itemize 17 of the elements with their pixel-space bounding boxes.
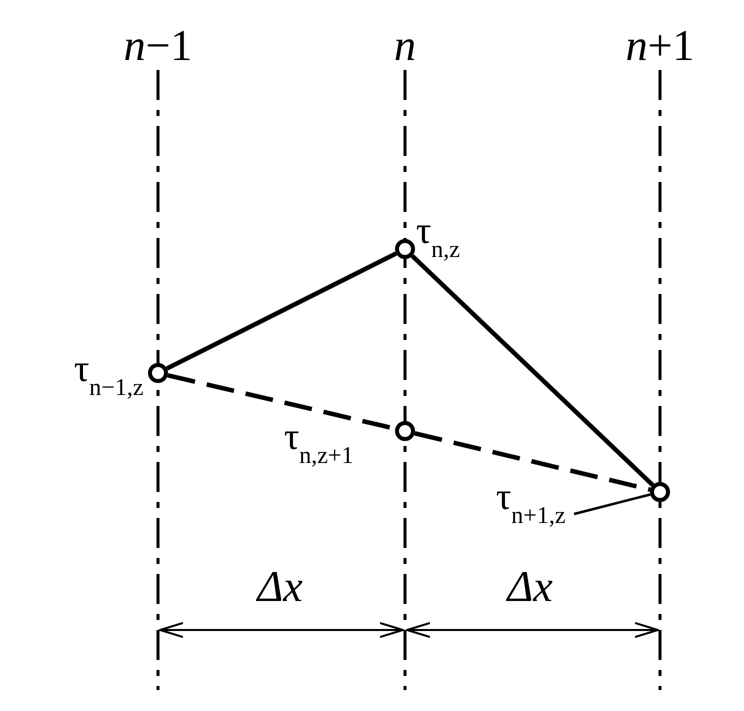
point-label: τ$_{n,z+1}$ xyxy=(284,418,354,468)
point-label: τ$_{n,z}$ xyxy=(416,212,460,262)
point-marker xyxy=(650,482,670,502)
dimension-label: Δx xyxy=(257,565,303,609)
column-label: n+1 xyxy=(626,24,694,68)
dimension-label: Δx xyxy=(507,565,553,609)
point-label: τ$_{n−1,z}$ xyxy=(74,350,144,400)
column-label: n−1 xyxy=(124,24,192,68)
column-label: n xyxy=(394,24,416,68)
point-marker xyxy=(395,239,415,259)
point-label: τ$_{n+1,z}$ xyxy=(496,478,566,528)
leader-line xyxy=(574,493,651,516)
point-marker xyxy=(395,421,415,441)
point-marker xyxy=(148,363,168,383)
connector-line xyxy=(166,251,398,371)
connector-line xyxy=(414,431,651,492)
connector-line xyxy=(410,254,654,487)
